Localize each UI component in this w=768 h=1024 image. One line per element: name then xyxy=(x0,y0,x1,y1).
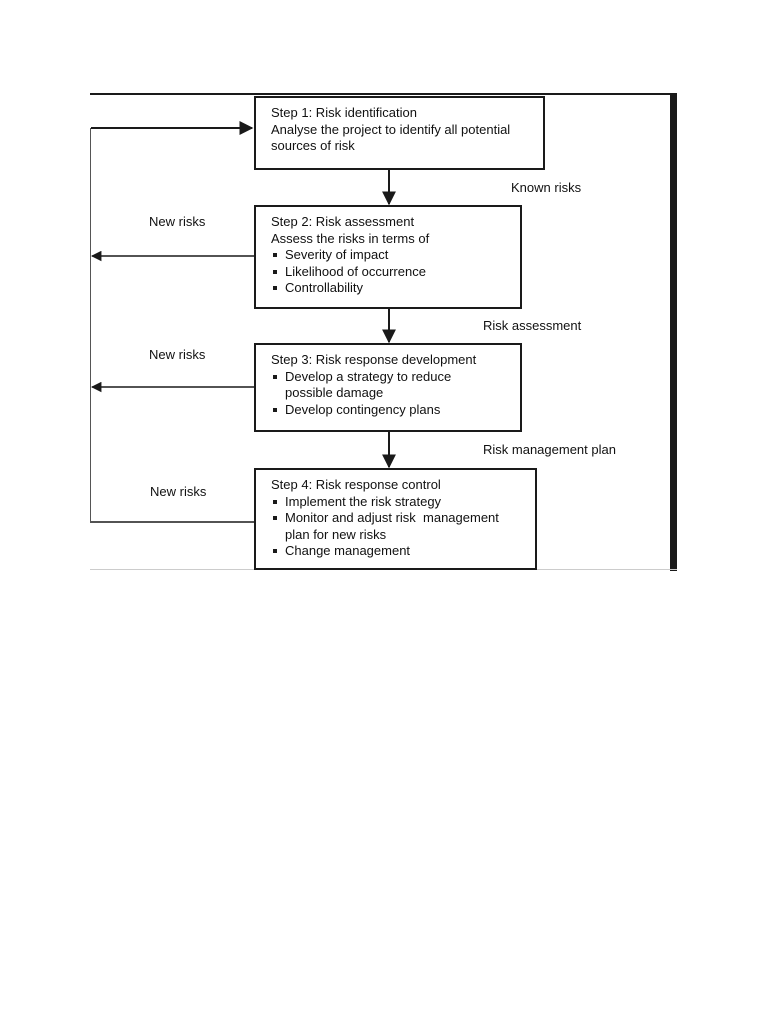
frame-top-edge xyxy=(90,93,677,95)
risk-management-plan-label: Risk management plan xyxy=(483,442,616,457)
step-3-title: Step 3: Risk response development xyxy=(271,352,477,367)
step-2-bullet-list: Severity of impact Likelihood of occurre… xyxy=(271,247,510,297)
new-risks-label-step4: New risks xyxy=(150,484,207,499)
step-2-description: Assess the risks in terms of xyxy=(271,230,430,246)
risk-assessment-label: Risk assessment xyxy=(483,318,582,333)
new-risks-label-step3: New risks xyxy=(149,347,206,362)
step-4-title: Step 4: Risk response control xyxy=(271,477,441,492)
step-1-box: Step 1: Risk identification Analyse the … xyxy=(254,96,545,170)
step-3-bullet: Develop a strategy to reduce possible da… xyxy=(271,369,475,402)
step-4-bullet-list: Implement the risk strategy Monitor and … xyxy=(271,494,525,560)
step-2-bullet: Severity of impact xyxy=(271,247,510,264)
known-risks-label: Known risks xyxy=(511,180,582,195)
step-4-bullet: Implement the risk strategy xyxy=(271,494,525,511)
feedback-loop-vertical-line xyxy=(90,128,91,523)
frame-right-edge xyxy=(670,93,677,571)
step-2-title: Step 2: Risk assessment xyxy=(271,214,415,229)
step-3-box: Step 3: Risk response development Develo… xyxy=(254,343,522,432)
step-4-box: Step 4: Risk response control Implement … xyxy=(254,468,537,570)
step-2-box: Step 2: Risk assessment Assess the risks… xyxy=(254,205,522,309)
step-1-title: Step 1: Risk identification xyxy=(271,105,417,120)
step-2-bullet: Controllability xyxy=(271,280,510,297)
step-4-bullet: Monitor and adjust risk management plan … xyxy=(271,510,523,543)
new-risks-label-step2: New risks xyxy=(149,214,206,229)
step-3-bullet-list: Develop a strategy to reduce possible da… xyxy=(271,369,510,419)
step-3-bullet: Develop contingency plans xyxy=(271,402,510,419)
step-4-bullet: Change management xyxy=(271,543,525,560)
step-1-description-line-2: sources of risk xyxy=(271,138,355,153)
step-1-description-line-1: Analyse the project to identify all pote… xyxy=(271,121,511,137)
step-2-bullet: Likelihood of occurrence xyxy=(271,264,510,281)
